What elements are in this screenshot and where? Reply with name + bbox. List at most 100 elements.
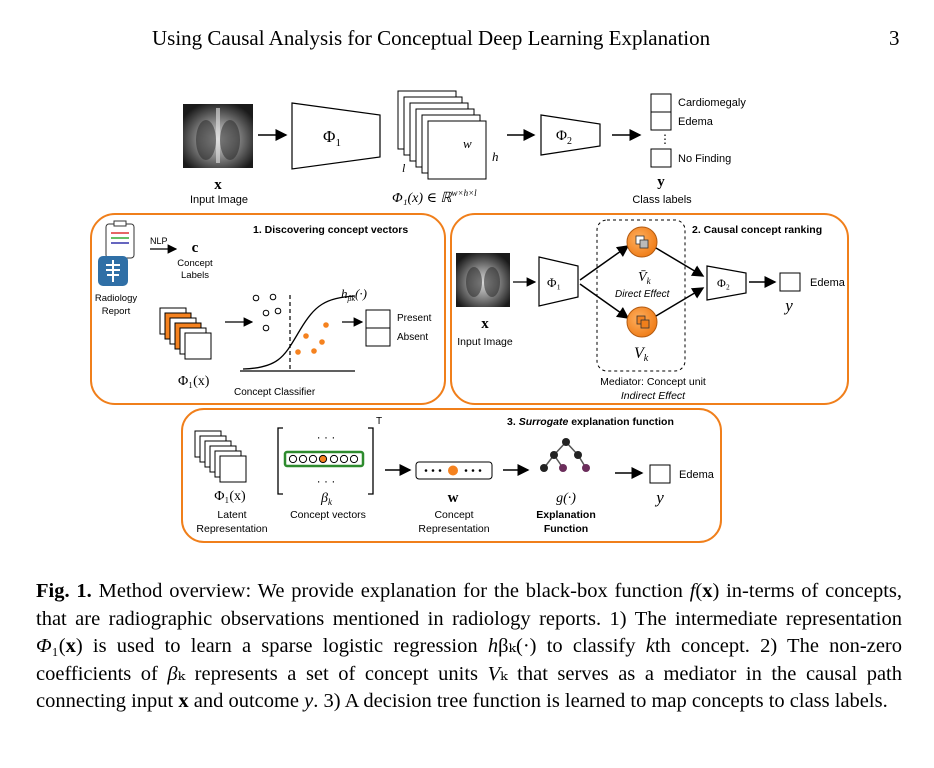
output-box: [779, 272, 801, 292]
report-label: Radiology: [95, 293, 137, 304]
w-dim: w: [463, 136, 472, 151]
present-label: Present: [397, 313, 432, 324]
absent-box: [365, 327, 391, 347]
h-dim: h: [492, 149, 499, 164]
concept-representation-units: [424, 465, 482, 476]
class-checkbox: [650, 111, 672, 131]
caption-segment: th: [654, 635, 671, 657]
unit-icon: [640, 319, 650, 329]
class-checkbox: [650, 93, 672, 113]
panel3-output-label: Edema: [679, 469, 715, 481]
arrow: [579, 283, 630, 319]
figure-label: Fig. 1.: [36, 580, 92, 602]
feature-map-stack: [397, 90, 487, 180]
phi1-encoder-shape: [291, 102, 381, 170]
panel2-x-symbol: x: [481, 316, 489, 332]
input-x-symbol: x: [214, 177, 222, 193]
caption-segment: y: [304, 690, 314, 712]
caption-segment: ₖ that serves as a mediator in the causa…: [36, 662, 903, 713]
concept-rep-label: Representation: [418, 523, 489, 535]
panel2-title: 2. Causal concept ranking: [692, 224, 822, 236]
panel2-xray-image: [456, 253, 510, 307]
method-overview-figure: x Input Image Φ1 w h l Φ₁(x) ∈ ℝw×h×l Φ2…: [0, 70, 934, 550]
c-symbol: c: [192, 240, 199, 256]
feature-formula: Φ₁(x) ∈ ℝw×h×l: [392, 188, 477, 206]
panel-discovering-concepts: 1. Discovering concept vectors Radiology…: [90, 213, 446, 405]
concept-vector-units: [288, 454, 359, 464]
caption-segment: Method overview: We provide explanation …: [91, 580, 690, 602]
caption-segment: concept. 2) The non-zero coefficients of: [36, 635, 903, 685]
feature-stack-orange: [159, 307, 212, 360]
panel2-phi2-shape: [706, 265, 747, 301]
explanation-label: Function: [544, 523, 588, 535]
matrix-bracket-left: [277, 427, 283, 495]
caption-segment: β: [167, 662, 178, 685]
top-pipeline: x Input Image Φ1 w h l Φ₁(x) ∈ ℝw×h×l Φ2…: [183, 90, 746, 206]
panel2-output-label: Edema: [810, 277, 846, 289]
present-box: [365, 309, 391, 329]
matrix-bracket-right: [368, 427, 374, 495]
caption-segment: ₖ(·) to classify: [508, 635, 646, 657]
radiology-report-icon: [98, 220, 135, 286]
direct-effect-label: Direct Effect: [615, 289, 671, 300]
panel-surrogate-explanation: 3. Surrogate explanation function Φ₁(x) …: [181, 408, 722, 543]
class-labels-list: Cardiomegaly Edema ⋮ No Finding: [650, 93, 746, 168]
latent-label: Representation: [196, 523, 267, 535]
input-image-label: Input Image: [190, 194, 248, 206]
vk-bar-symbol: V̄k: [638, 270, 652, 286]
panel2-y-symbol: y: [783, 296, 793, 315]
panel2-phi1-shape: [538, 256, 579, 307]
transpose-symbol: T: [376, 416, 382, 427]
page-number: 3: [889, 26, 900, 50]
caption-segment: (: [695, 580, 703, 602]
caption-segment: f: [689, 580, 696, 602]
caption-segment: h: [487, 635, 499, 657]
h-beta-formula: hβk(·): [341, 286, 367, 303]
arrow: [579, 245, 630, 281]
class-labels-caption: Class labels: [632, 194, 692, 206]
caption-segment: ) in-terms of concepts, that are radiogr…: [36, 580, 902, 630]
panel3-phi-x: Φ₁(x): [214, 489, 246, 504]
report-label: Report: [102, 306, 131, 317]
panel2-phi1-label: Φ₁: [547, 275, 561, 290]
concept-classifier-plot: [240, 293, 356, 372]
panel3-output-box: [649, 464, 671, 484]
beta-symbol: βk: [320, 491, 333, 507]
caption-segment: ₁(: [51, 635, 66, 657]
w-symbol: w: [448, 490, 459, 506]
caption-segment: Φ: [36, 635, 52, 657]
caption-segment: V: [487, 662, 501, 685]
phi2-classifier-shape: [540, 114, 601, 156]
class-item: Edema: [678, 116, 714, 128]
class-item: Cardiomegaly: [678, 97, 746, 109]
vk-symbol: Vk: [634, 345, 649, 364]
caption-segment: . 3) A decision tree function is learned…: [313, 690, 888, 712]
latent-stack: [194, 430, 247, 483]
unit-icon: [639, 239, 649, 249]
l-dim: l: [402, 161, 406, 175]
phi-x-label: Φ₁(x): [178, 374, 210, 389]
caption-segment: ) is used to learn a sparse logistic reg…: [75, 635, 488, 657]
explanation-label: Explanation: [536, 509, 596, 521]
panel-causal-ranking: 2. Causal concept ranking x Input Image …: [450, 213, 849, 405]
concept-rep-label: Concept: [434, 509, 473, 521]
class-dots: ⋮: [659, 132, 671, 146]
caption-segment: β: [498, 635, 509, 657]
panel3-title: 3. Surrogate explanation function: [507, 416, 674, 428]
indirect-effect-label: Indirect Effect: [621, 390, 686, 402]
g-formula: g(·): [556, 491, 576, 506]
concept-vectors-label: Concept vectors: [290, 509, 366, 521]
class-checkbox: [650, 148, 672, 168]
panel1-title: 1. Discovering concept vectors: [253, 224, 408, 236]
caption-body: Method overview: We provide explanation …: [36, 580, 902, 712]
latent-label: Latent: [217, 509, 246, 521]
arrow: [655, 287, 705, 317]
caption-segment: x: [702, 580, 713, 602]
concept-labels: Labels: [181, 270, 209, 281]
y-symbol: y: [657, 174, 665, 190]
panel2-phi2-label: Φ₂: [717, 276, 730, 290]
page-header: Using Causal Analysis for Conceptual Dee…: [0, 0, 934, 60]
phi1-label: Φ1: [323, 127, 341, 149]
caption-segment: x: [65, 635, 76, 657]
decision-tree-icon: [540, 438, 590, 472]
